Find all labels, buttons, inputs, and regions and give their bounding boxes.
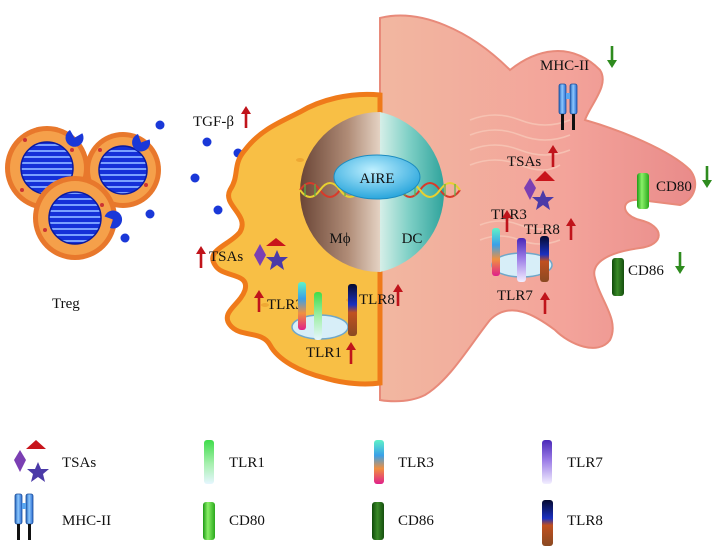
- tlr7-receptor: [517, 238, 526, 282]
- cd86-receptor: [612, 258, 624, 296]
- legend-item-tsas: TSAs: [14, 440, 96, 482]
- legend-item-mhc-ii: MHC-II: [13, 492, 111, 542]
- cd86-label: CD86: [628, 263, 664, 279]
- cd80-down-arrow-icon: [700, 164, 714, 190]
- tlr8-left-receptor: [348, 284, 357, 336]
- legend-item-tlr3: TLR3: [374, 440, 434, 484]
- legend-label-tlr1: TLR1: [229, 455, 265, 471]
- treg-cell-group: [5, 120, 271, 260]
- legend-label-cd80: CD80: [229, 513, 265, 529]
- tlr3-left-receptor: [298, 282, 306, 330]
- legend-label-mhc-ii: MHC-II: [62, 513, 111, 529]
- cd86-down-arrow-icon: [673, 250, 687, 276]
- tsas-left-icon: [254, 238, 288, 270]
- nucleus-dc-half: [380, 112, 444, 272]
- legend-label-tsas: TSAs: [62, 455, 96, 471]
- legend-item-tlr8: TLR8: [542, 500, 603, 546]
- legend-label-tlr7: TLR7: [567, 455, 603, 471]
- nucleus: [300, 112, 444, 272]
- tlr8-left-label: TLR8: [359, 292, 395, 308]
- tlr1-receptor: [314, 292, 322, 340]
- legend-item-cd86: CD86: [372, 502, 434, 540]
- legend-item-tlr1: TLR1: [204, 440, 265, 484]
- tlr1-label: TLR1: [306, 345, 342, 361]
- tlr7-label: TLR7: [497, 288, 533, 304]
- mhc-ii-label: MHC-II: [540, 58, 589, 74]
- legend-label-tlr8: TLR8: [567, 513, 603, 529]
- cd80-label: CD80: [656, 179, 692, 195]
- mhc-ii-down-arrow-icon: [605, 44, 619, 70]
- tsas-right-icon: [524, 171, 555, 210]
- tlr8-right-receptor: [540, 236, 549, 282]
- dc-label: DC: [402, 231, 423, 247]
- treg-cell-3: [33, 176, 117, 260]
- legend: TSAs TLR1 TLR3 TLR7 MHC-II CD80 CD86: [13, 440, 603, 546]
- treg-receptors: [65, 130, 151, 229]
- aire-label: AIRE: [360, 171, 395, 187]
- legend-item-tlr7: TLR7: [542, 440, 603, 484]
- tlr8-right-label: TLR8: [524, 222, 560, 238]
- tgf-beta-label: TGF-β: [193, 114, 234, 130]
- cd80-receptor: [637, 173, 649, 209]
- nucleus-macrophage-half: [300, 112, 380, 272]
- legend-item-cd80: CD80: [203, 502, 265, 540]
- tlr3-right-receptor: [492, 228, 500, 276]
- aire-protein: [333, 154, 421, 200]
- tsas-right-label: TSAs: [507, 154, 541, 170]
- tsas-left-up-arrow-icon: [194, 244, 208, 270]
- legend-label-cd86: CD86: [398, 513, 434, 529]
- legend-label-tlr3: TLR3: [398, 455, 434, 471]
- tgf-beta-up-arrow-icon: [239, 104, 253, 130]
- tlr3-left-label: TLR3: [267, 297, 303, 313]
- treg-label: Treg: [52, 296, 80, 312]
- tsas-left-label: TSAs: [209, 249, 243, 265]
- macrophage-label: Mϕ: [329, 231, 350, 247]
